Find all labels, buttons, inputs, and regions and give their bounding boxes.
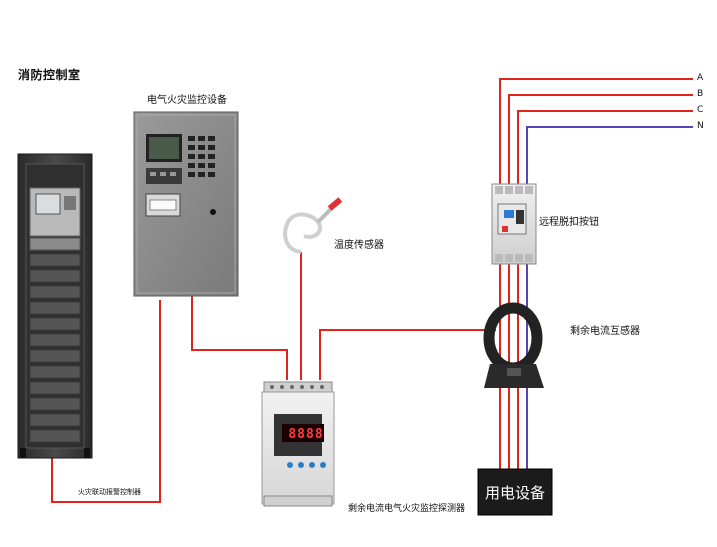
current-transformer-label: 剩余电流互感器	[570, 326, 640, 337]
diagram-title: 消防控制室	[18, 68, 81, 82]
electrical-equipment	[477, 468, 553, 516]
equipment-label: 用电设备	[484, 483, 545, 502]
phase-a-line	[499, 78, 693, 186]
cabinet-wire	[51, 300, 161, 503]
phase-c-label: C	[697, 105, 704, 115]
monitor-unit-label: 电气火灾监控设备	[147, 95, 227, 106]
residual-current-detector	[261, 381, 335, 507]
ct-wire	[319, 329, 496, 380]
remote-trip-button-label: 远程脱扣按钮	[539, 217, 599, 228]
phase-n-label: N	[697, 121, 704, 131]
cabinet-label: 火灾联动报警控制器	[78, 488, 141, 496]
phase-c-line	[517, 110, 693, 186]
temperature-sensor-label: 温度传感器	[334, 240, 384, 251]
fire-monitoring-unit	[133, 111, 239, 297]
phase-b-line	[508, 94, 693, 186]
phase-a-label: A	[697, 73, 704, 83]
current-transformer	[483, 302, 544, 388]
temperature-sensor	[283, 197, 343, 254]
phase-b-label: B	[697, 89, 704, 99]
detector-label: 剩余电流电气火灾监控探测器	[348, 504, 466, 514]
neutral-wire	[526, 126, 693, 470]
detector-display-readout: 8888	[288, 426, 324, 442]
fire-control-cabinet	[17, 153, 93, 459]
remote-trip-breaker	[491, 183, 537, 265]
monitor-wire	[191, 294, 288, 380]
